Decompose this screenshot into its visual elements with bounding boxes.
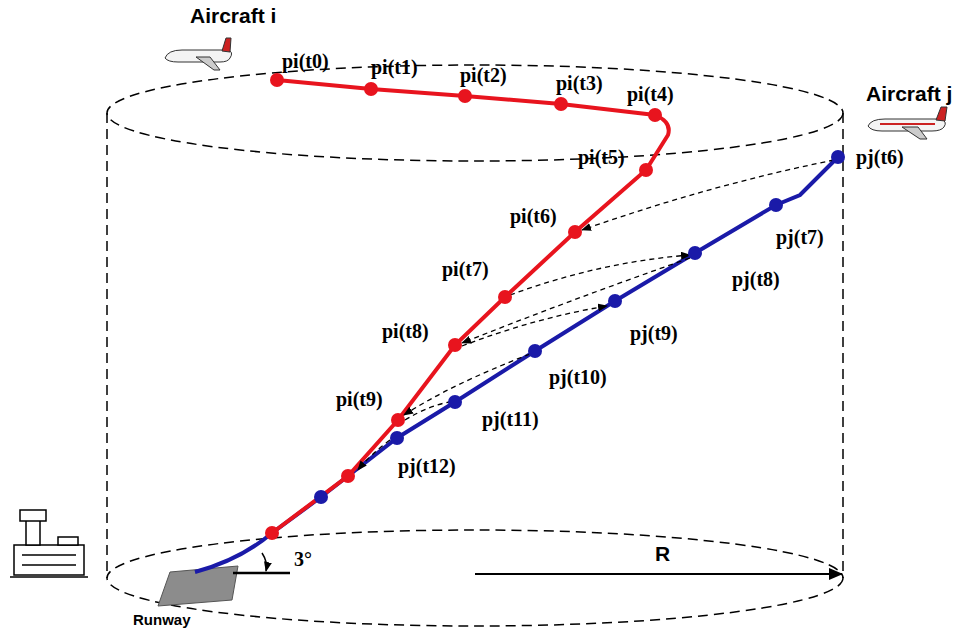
position-label: pj(t10) bbox=[549, 366, 607, 388]
position-label: pi(t5) bbox=[578, 146, 625, 168]
trajectory-i bbox=[272, 80, 669, 533]
aircraft-label: Aircraft j bbox=[866, 82, 952, 105]
position-label: pi(t6) bbox=[510, 205, 557, 227]
position-label: pj(t11) bbox=[482, 408, 539, 430]
position-label: pj(t12) bbox=[398, 455, 456, 477]
position-dot bbox=[265, 73, 662, 540]
position-label: pj(t8) bbox=[732, 268, 780, 290]
annotation-label: Runway bbox=[133, 612, 191, 629]
airspace-cylinder bbox=[107, 65, 843, 626]
position-label: 3° bbox=[294, 548, 312, 570]
control-tower bbox=[10, 510, 88, 577]
trajectory-j bbox=[195, 157, 838, 572]
position-label: pj(t7) bbox=[776, 226, 824, 248]
aircraft-label: Aircraft i bbox=[190, 4, 276, 27]
position-label: pi(t9) bbox=[336, 388, 383, 410]
position-label: pi(t0) bbox=[282, 50, 329, 72]
annotation-label: R bbox=[655, 542, 670, 565]
position-label: pi(t7) bbox=[442, 258, 489, 280]
position-label: pi(t2) bbox=[460, 64, 507, 86]
aircraft-icon bbox=[165, 38, 947, 139]
position-label: pi(t3) bbox=[556, 72, 603, 94]
separation-arrow bbox=[358, 160, 834, 470]
position-label: pi(t8) bbox=[382, 320, 429, 342]
position-label: pj(t6) bbox=[856, 146, 904, 168]
radius-arrow bbox=[475, 573, 842, 575]
position-label: pi(t4) bbox=[627, 83, 674, 105]
position-label: pj(t9) bbox=[630, 322, 678, 344]
position-dot bbox=[314, 150, 845, 504]
position-label: pi(t1) bbox=[371, 56, 418, 78]
